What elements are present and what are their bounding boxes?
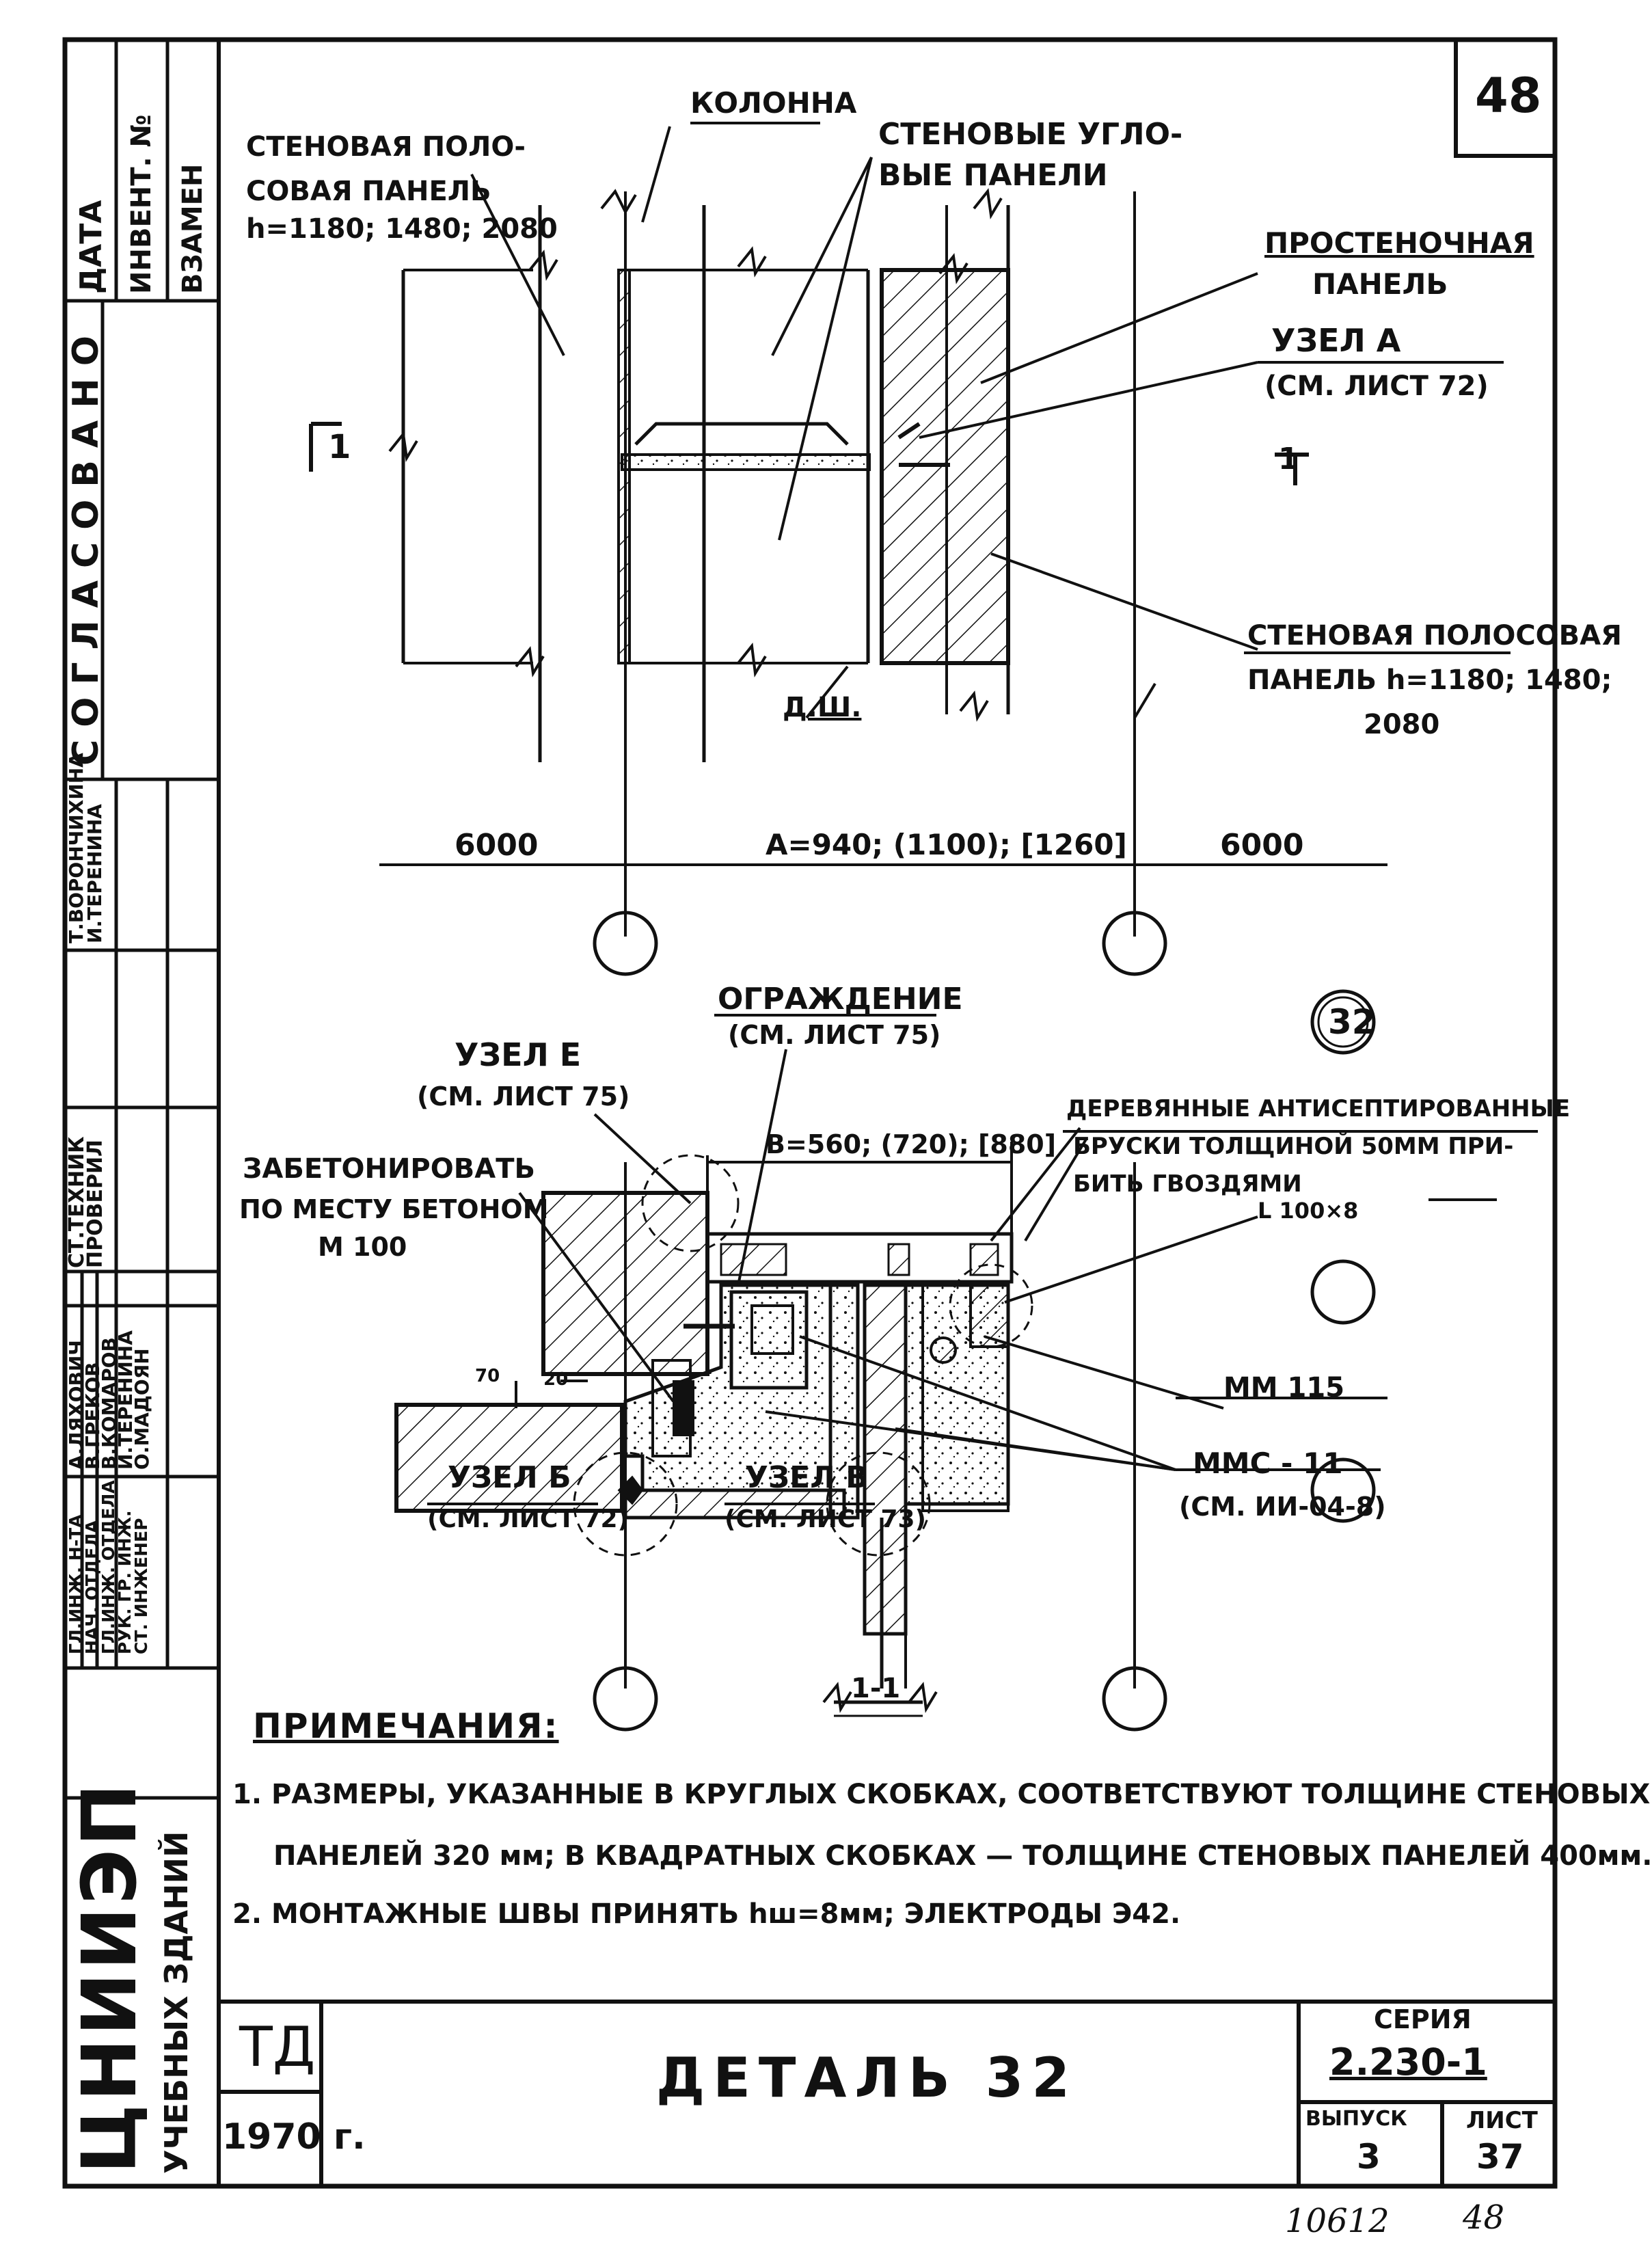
label-corner-panels-1: СТЕНОВЫЕ УГЛО- [878, 117, 1183, 152]
label-node-b-2: (СМ. ЛИСТ 72) [427, 1505, 629, 1533]
staff-role-5: СТ. ИНЖЕНЕР [131, 1518, 151, 1654]
label-pier-panel-1: ПРОСТЕНОЧНАЯ [1264, 226, 1534, 260]
notes-line-3: 2. МОНТАЖНЫЕ ШВЫ ПРИНЯТЬ hш=8мм; ЭЛЕКТРО… [232, 1898, 1181, 1930]
label-mms11-2: (СМ. ИИ-04-8) [1179, 1492, 1386, 1522]
tech-name-2: И.ТЕРЕНИНА [83, 804, 106, 943]
label-node-v-1: УЗЕЛ В [745, 1460, 869, 1495]
label-concrete-2: ПО МЕСТУ БЕТОНОМ [239, 1194, 549, 1224]
label-fence-2: (СМ. ЛИСТ 75) [728, 1020, 941, 1050]
label-corner-panels-2: ВЫЕ ПАНЕЛИ [878, 158, 1108, 193]
dimension-right: 6000 [1220, 828, 1304, 863]
section-view [394, 989, 1538, 1732]
sheet-value: 37 [1476, 2137, 1524, 2177]
title-detail: ДЕТАЛЬ 32 [656, 2046, 1078, 2110]
label-dim-70: 70 [475, 1366, 500, 1386]
label-mm115: ММ 115 [1223, 1372, 1345, 1403]
section-mark-right: 1 [1278, 442, 1299, 476]
label-wood-3: БИТЬ ГВОЗДЯМИ [1073, 1170, 1302, 1198]
drawing-linework [62, 37, 1558, 2189]
issue-label: ВЫПУСК [1305, 2107, 1407, 2131]
label-wall-strip-right-2: ПАНЕЛЬ h=1180; 1480; [1247, 664, 1612, 696]
side-stamp-grid [65, 40, 219, 1800]
series-value: 2.230-1 [1329, 2041, 1487, 2084]
series-label: СЕРИЯ [1374, 2004, 1472, 2034]
footer-number: 10612 [1285, 2202, 1390, 2240]
label-angle: L 100×8 [1258, 1198, 1359, 1224]
label-mms11-1: ММС - 11 [1193, 1447, 1343, 1480]
notes-line-2: ПАНЕЛЕЙ 320 мм; В КВАДРАТНЫХ СКОБКАХ — Т… [273, 1840, 1652, 1872]
organization-name: ЦНИИЭП [66, 1780, 153, 2174]
sheet-label: ЛИСТ [1466, 2107, 1538, 2134]
label-node-e-2: (СМ. ЛИСТ 75) [417, 1081, 630, 1112]
label-strip-panel-1: СТЕНОВАЯ ПОЛО- [246, 131, 526, 163]
title-block-grid [217, 2000, 1555, 2186]
stamp-date-label: ДАТА [74, 200, 109, 294]
label-fence-1: ОГРАЖДЕНИЕ [718, 982, 963, 1017]
title-td: ТД [239, 2015, 316, 2079]
staff-name-5: О.МАДОЯН [131, 1348, 153, 1470]
label-node-v-2: (СМ. ЛИСТ 73) [725, 1505, 926, 1533]
section-mark-left: 1 [328, 428, 351, 466]
issue-value: 3 [1357, 2137, 1381, 2177]
label-wall-strip-right-3: 2080 [1364, 709, 1440, 740]
stamp-agreed-label: СОГЛАСОВАНО [66, 323, 107, 766]
title-year: 1970 г. [222, 2116, 366, 2157]
label-section-1-1: 1-1 [851, 1673, 901, 1704]
tech-role-2: ПРОВЕРИЛ [83, 1140, 107, 1268]
sheet-number: 48 [1475, 68, 1542, 124]
label-node-e-1: УЗЕЛ Е [455, 1036, 582, 1073]
label-node-a-2: (СМ. ЛИСТ 72) [1264, 371, 1489, 402]
plan-view [309, 122, 1511, 976]
sheet-number-box [1454, 38, 1557, 158]
label-strip-panel-3: h=1180; 1480; 2080 [246, 213, 558, 245]
label-wood-2: БРУСКИ ТОЛЩИНОЙ 50ММ ПРИ- [1073, 1133, 1514, 1160]
label-dimension-b: B=560; (720); [880] [766, 1129, 1057, 1159]
detail-number: 32 [1328, 1002, 1376, 1042]
label-kolonna: КОЛОННА [690, 86, 857, 120]
label-concrete-3: М 100 [318, 1232, 407, 1262]
drawing-sheet: 48 ДАТА ИНВЕНТ. № ВЗАМЕН СОГЛАСОВАНО СТ.… [62, 37, 1652, 2240]
label-pier-panel-2: ПАНЕЛЬ [1312, 267, 1448, 301]
label-concrete-1: ЗАБЕТОНИРОВАТЬ [243, 1153, 535, 1185]
label-node-a-1: УЗЕЛ А [1271, 322, 1401, 359]
label-strip-panel-2: СОВАЯ ПАНЕЛЬ [246, 176, 491, 207]
label-dim-20: 20 [543, 1369, 569, 1390]
stamp-inventory-label: ИНВЕНТ. № [126, 114, 157, 294]
footer-sheet: 48 [1463, 2198, 1505, 2237]
organization-subtitle: УЧЕБНЫХ ЗДАНИЙ [158, 1831, 195, 2174]
dimension-left: 6000 [455, 828, 539, 863]
label-wall-strip-right-1: СТЕНОВАЯ ПОЛОСОВАЯ [1247, 620, 1622, 651]
notes-line-1: 1. РАЗМЕРЫ, УКАЗАННЫЕ В КРУГЛЫХ СКОБКАХ,… [232, 1779, 1651, 1810]
dimension-middle: A=940; (1100); [1260] [766, 828, 1127, 861]
label-wood-1: ДЕРЕВЯННЫЕ АНТИСЕПТИРОВАННЫЕ [1066, 1095, 1571, 1122]
notes-title: ПРИМЕЧАНИЯ: [253, 1706, 559, 1746]
label-dsh: Д.Ш. [783, 692, 862, 723]
label-node-b-1: УЗЕЛ Б [448, 1460, 571, 1495]
stamp-replaces-label: ВЗАМЕН [177, 163, 208, 294]
